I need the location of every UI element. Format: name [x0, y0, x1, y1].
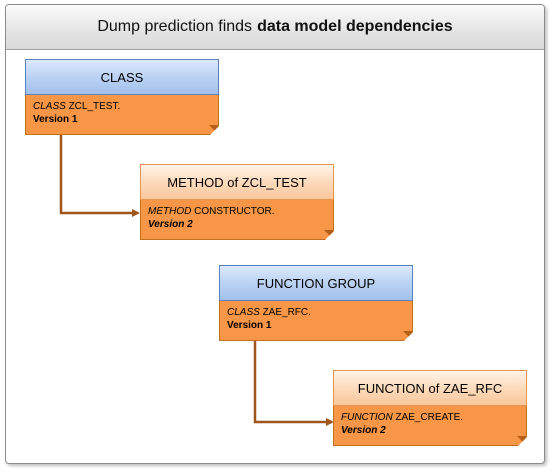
fold-corner — [324, 230, 333, 239]
node-class-keyword: CLASS — [33, 101, 66, 112]
node-method-header: METHOD of ZCL_TEST — [140, 164, 334, 200]
node-function-header: FUNCTION of ZAE_RFC — [333, 370, 527, 406]
node-function-keyword: FUNCTION — [341, 412, 393, 423]
node-class: CLASS CLASS ZCL_TEST. Version 1 — [25, 59, 219, 135]
node-class-text: ZCL_TEST. — [68, 101, 121, 112]
title-bold-text: data model dependencies — [257, 18, 453, 35]
node-function-text: ZAE_CREATE. — [395, 412, 464, 423]
node-method: METHOD of ZCL_TEST METHOD CONSTRUCTOR. V… — [140, 164, 334, 240]
node-method-keyword: METHOD — [148, 206, 192, 217]
node-method-body: METHOD CONSTRUCTOR. Version 2 — [140, 200, 334, 240]
node-function: FUNCTION of ZAE_RFC FUNCTION ZAE_CREATE.… — [333, 370, 527, 446]
node-class-body: CLASS ZCL_TEST. Version 1 — [25, 95, 219, 135]
node-method-text: CONSTRUCTOR. — [194, 206, 275, 217]
node-function-group: FUNCTION GROUP CLASS ZAE_RFC. Version 1 — [219, 265, 413, 341]
node-function-group-header: FUNCTION GROUP — [219, 265, 413, 301]
node-function-group-keyword: CLASS — [227, 307, 260, 318]
node-method-version: Version 2 — [148, 219, 193, 230]
arrow-group-to-function — [253, 338, 334, 426]
node-class-header: CLASS — [25, 59, 219, 95]
node-function-group-version: Version 1 — [227, 320, 272, 331]
arrow-class-to-method — [59, 135, 140, 217]
fold-corner — [209, 125, 218, 134]
node-function-group-text: ZAE_RFC. — [262, 307, 311, 318]
node-class-version: Version 1 — [33, 114, 78, 125]
fold-corner — [517, 436, 526, 445]
node-function-version: Version 2 — [341, 425, 386, 436]
node-function-body: FUNCTION ZAE_CREATE. Version 2 — [333, 406, 527, 446]
node-function-group-body: CLASS ZAE_RFC. Version 1 — [219, 301, 413, 341]
fold-corner — [403, 331, 412, 340]
diagram-title: Dump prediction finds data model depende… — [6, 5, 544, 50]
title-text: Dump prediction finds — [97, 18, 253, 35]
